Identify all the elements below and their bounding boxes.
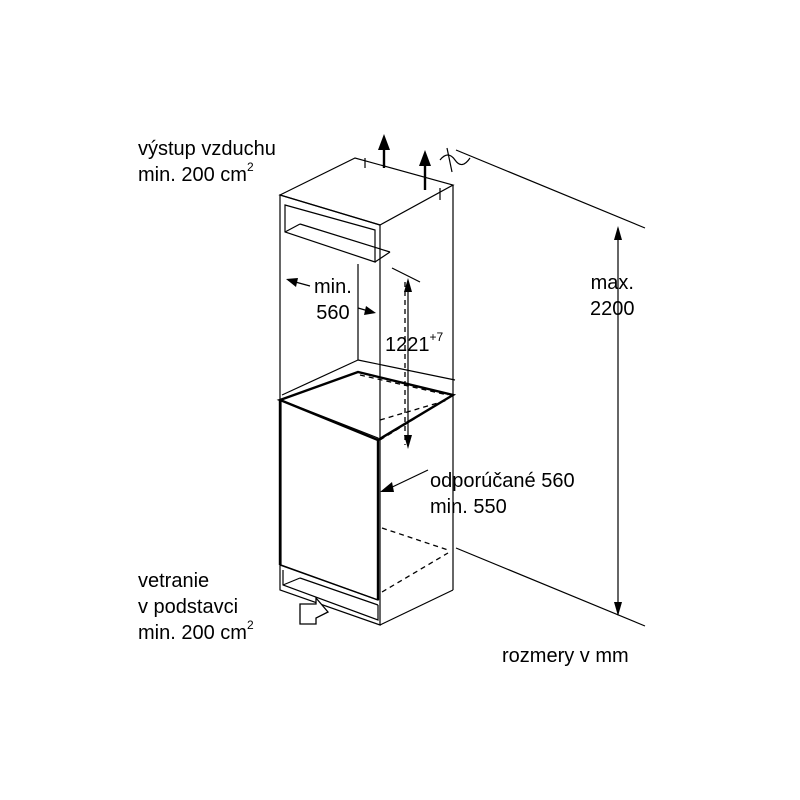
niche-height-dimension	[391, 267, 421, 449]
niche-height-label: 1221+7	[385, 330, 444, 356]
air-outlet-arrows	[378, 134, 431, 190]
min-width-label: min. 560	[314, 276, 352, 324]
air-flow-symbol-icon	[439, 147, 471, 173]
depth-label: odporúčané 560 min. 550	[430, 470, 575, 518]
depth-dimension	[380, 469, 429, 492]
max-height-dimension	[455, 149, 646, 627]
max-height-label: max. 2200	[590, 272, 635, 320]
plinth-vent-arrow-icon	[299, 596, 330, 625]
refrigerator-unit	[276, 370, 457, 601]
air-outlet-label: výstup vzduchu min. 200 cm2	[138, 138, 276, 186]
min-width-dimension	[286, 278, 376, 315]
plinth	[282, 570, 379, 621]
niche-inner	[281, 264, 456, 396]
units-note: rozmery v mm	[502, 645, 629, 667]
plinth-vent-label: vetranie v podstavci min. 200 cm2	[138, 570, 254, 644]
hidden-lines	[359, 282, 449, 593]
